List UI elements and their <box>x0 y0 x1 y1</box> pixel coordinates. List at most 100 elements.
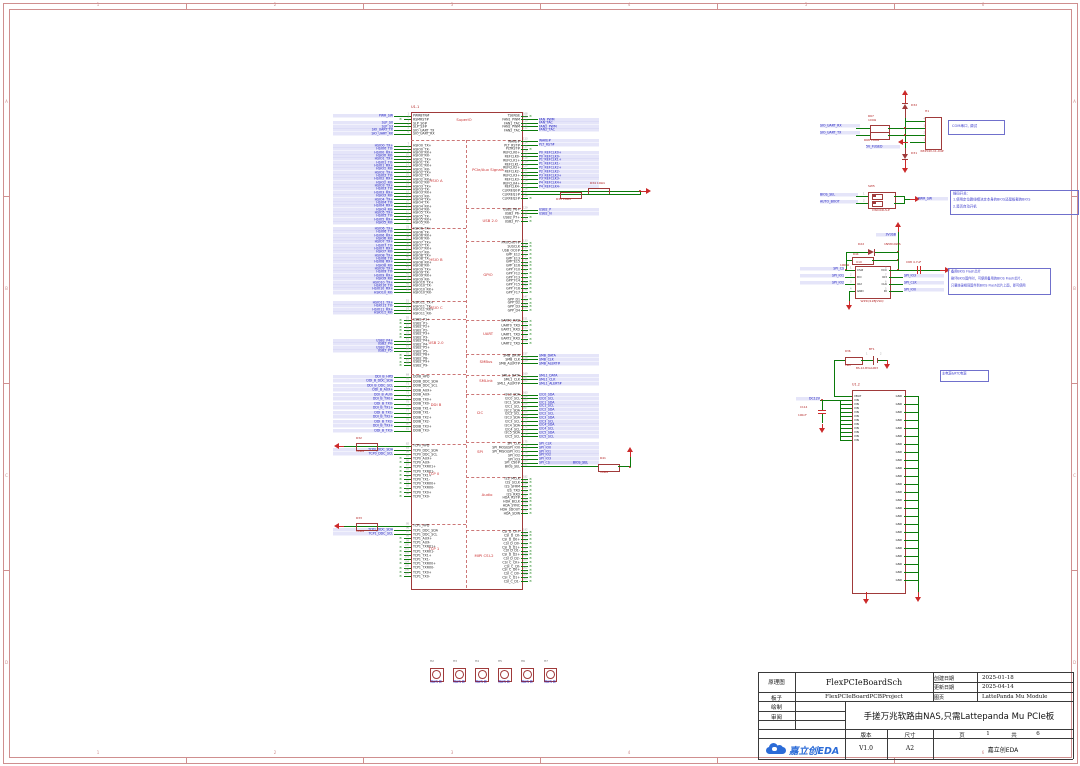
wire <box>904 515 910 517</box>
titleblock-line <box>887 729 888 759</box>
zone-tick <box>540 3 541 9</box>
wire <box>845 269 855 271</box>
zone-tick <box>894 757 895 763</box>
wire <box>889 290 903 292</box>
resistor[interactable] <box>356 443 378 451</box>
net-label: HSIO6_RX+ <box>333 233 393 238</box>
resistor[interactable] <box>356 523 378 531</box>
zone-tick <box>186 757 187 763</box>
no-connect-icon: × <box>399 355 403 361</box>
spi-flash-chip[interactable] <box>855 266 891 299</box>
pin-number: 160 <box>523 372 528 376</box>
wire <box>917 395 919 592</box>
ic-section-label: Audio <box>481 492 493 497</box>
pin-number: 47 <box>405 279 409 282</box>
pin-name: SPI_MISO/SPI_IO1 <box>491 449 520 454</box>
diode <box>901 159 909 161</box>
resistor[interactable] <box>870 131 890 140</box>
diode-d31[interactable] <box>901 154 908 159</box>
pin-number: 23 <box>405 196 409 199</box>
section-divider <box>466 140 467 588</box>
diode-d22[interactable] <box>868 249 874 255</box>
pin-number: 20 <box>405 186 409 189</box>
pin-name: HSIO2_TX- <box>412 173 430 178</box>
mounting-hole[interactable] <box>520 668 535 682</box>
net-label: SPI_CLK <box>539 442 599 446</box>
pin-name: GPP_F14 <box>505 278 520 283</box>
wire <box>894 202 904 204</box>
wire <box>521 182 538 184</box>
net-label: I2C4_SDA <box>539 423 599 427</box>
wire <box>394 529 411 531</box>
wire <box>846 419 852 421</box>
wire <box>873 201 877 205</box>
diode-d32[interactable] <box>901 104 908 109</box>
pin-number: 1 <box>922 138 925 142</box>
wire <box>521 198 528 199</box>
wire <box>521 539 528 540</box>
hole-caption: 固定孔-圆 <box>453 680 465 684</box>
wire <box>521 257 528 259</box>
ic-body[interactable] <box>411 112 523 590</box>
mounting-hole[interactable] <box>430 668 444 682</box>
pin-name: SMB_CLK <box>504 357 520 362</box>
pin-name: USB2_P5+ <box>412 345 430 350</box>
pin-number: 73 <box>405 391 409 395</box>
net-label: DDI_B_TX0- <box>333 402 393 406</box>
pin-name: GND <box>895 458 902 462</box>
wire <box>404 319 411 321</box>
switch-part: DSIC02LS-P <box>872 208 890 213</box>
pin-number: 95 <box>405 522 409 526</box>
no-connect-icon: × <box>528 563 532 568</box>
net-label: DDI_B_DDC_SDA <box>333 379 393 383</box>
wire <box>521 329 528 331</box>
mounting-hole[interactable] <box>543 668 557 682</box>
wire <box>394 394 411 396</box>
wire <box>521 363 538 364</box>
connector[interactable] <box>925 116 942 150</box>
pin-number: 96 <box>405 527 409 530</box>
resistor[interactable] <box>560 191 582 200</box>
net-label: HSIO0_RX- <box>333 154 393 158</box>
junction <box>638 189 642 193</box>
sheet-title: 手搓万兆软路由NAS,只需Lattepanda Mu PCIe板 <box>863 712 1055 722</box>
wire <box>521 462 538 464</box>
pin-number: 42 <box>405 262 409 266</box>
pin-name: GND <box>895 522 902 526</box>
resistor[interactable] <box>852 257 874 265</box>
pin-name: I2C5_SCL <box>504 434 520 439</box>
pin-name: SMB_DATA <box>502 353 520 358</box>
wire <box>404 119 411 120</box>
pin-name: TCP1_TXRX1- <box>412 549 434 553</box>
wire <box>903 195 905 204</box>
mounting-hole[interactable] <box>452 668 467 682</box>
ic-refdes: U1.1 <box>411 104 420 109</box>
zone-tick <box>1071 196 1077 197</box>
wire <box>394 262 411 263</box>
pin-name: USB2_P3- <box>412 335 428 340</box>
pin-number: 154 <box>523 331 528 334</box>
net-label: SPI_IO3 <box>539 457 599 461</box>
wire <box>910 475 918 477</box>
resistor[interactable] <box>845 356 863 365</box>
junction <box>903 133 907 137</box>
pin-number: 52 <box>405 303 409 306</box>
net-label: BIOS_SEL <box>820 193 858 197</box>
net-label: HSIO5_RX+ <box>333 217 393 222</box>
no-connect-icon: × <box>528 247 532 253</box>
wire <box>521 152 538 154</box>
schematic-label: 原理图 <box>768 680 785 686</box>
net-label: HSIO8_TX+ <box>333 253 393 258</box>
titleblock-line <box>933 729 934 759</box>
dip-switch[interactable] <box>868 191 896 209</box>
resistor[interactable] <box>598 463 620 472</box>
wire <box>846 395 852 397</box>
pin-name: I2S_SCLK <box>504 480 520 485</box>
ic-section-label: HSIO C <box>429 305 443 310</box>
pin-name: GPP_F12 <box>505 271 520 276</box>
pin-number: 81 <box>405 427 409 431</box>
mounting-hole[interactable] <box>498 668 512 682</box>
mounting-hole[interactable] <box>475 668 489 682</box>
ic-section-label: SMBus <box>479 359 493 364</box>
pin-number: 166 <box>523 403 528 406</box>
